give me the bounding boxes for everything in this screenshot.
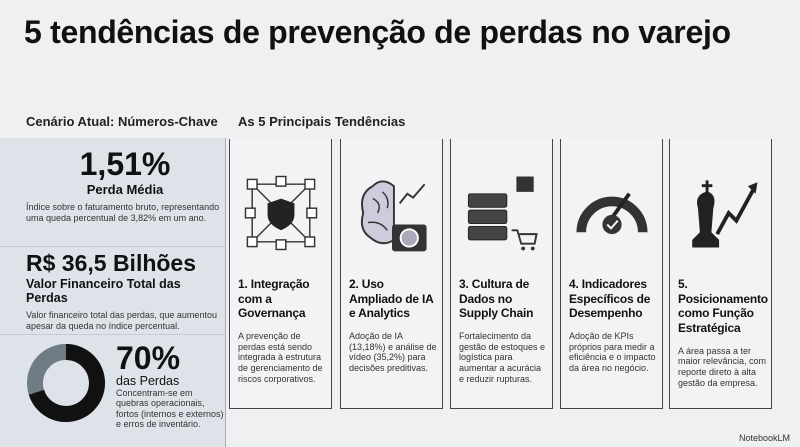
- trend-desc: Adoção de IA (13,18%) e análise de vídeo…: [349, 330, 437, 374]
- stat-label: Perda Média: [86, 182, 164, 197]
- database-cart-icon: [467, 176, 538, 251]
- chess-king-arrow-icon: [692, 180, 758, 248]
- loss-donut-chart: [27, 344, 105, 422]
- left-section-header: Cenário Atual: Números-Chave: [26, 114, 218, 129]
- trend-desc: Adoção de KPIs próprios para medir a efi…: [569, 330, 656, 374]
- gauge-check-icon: [576, 192, 648, 235]
- brain-camera-icon: [360, 180, 427, 252]
- stat-concentration: 70% das Perdas Concentram-se em quebras …: [116, 342, 224, 429]
- divider: [0, 246, 226, 247]
- right-section-header: As 5 Principais Tendências: [238, 114, 406, 129]
- stat-value: 70%: [116, 340, 181, 376]
- stat-label: Valor Financeiro Total das Perdas: [26, 277, 181, 305]
- trend-title: 5. Posicionamento como Função Estratégic…: [678, 277, 768, 335]
- trend-desc: A área passa a ter maior relevância, com…: [678, 345, 767, 388]
- trend-title: 3. Cultura de Dados no Supply Chain: [459, 277, 534, 321]
- network-shield-icon: [244, 175, 318, 251]
- trend-card-4: 4. Indicadores Específicos de Desempenho…: [560, 139, 663, 409]
- divider: [0, 334, 226, 335]
- trend-card-3: 3. Cultura de Dados no Supply Chain Fort…: [450, 139, 553, 409]
- stat-value: 1,51%: [79, 146, 171, 182]
- stat-desc: Valor financeiro total das perdas, que a…: [26, 310, 217, 331]
- trend-desc: Fortalecimento da gestão de estoques e l…: [459, 330, 546, 385]
- stat-label: das Perdas: [116, 374, 180, 388]
- trend-title: 1. Integração com a Governança: [238, 277, 310, 321]
- page-title: 5 tendências de prevenção de perdas no v…: [24, 14, 731, 50]
- trend-card-1: 1. Integração com a Governança A prevenç…: [229, 139, 332, 409]
- stat-desc: Concentram-se em quebras operacionais, f…: [116, 388, 224, 430]
- trend-card-2: 2. Uso Ampliado de IA e Analytics Adoção…: [340, 139, 443, 409]
- trend-title: 2. Uso Ampliado de IA e Analytics: [349, 277, 434, 321]
- stat-desc: Índice sobre o faturamento bruto, repres…: [26, 202, 220, 223]
- stat-avg-loss: 1,51% Perda Média Índice sobre o faturam…: [26, 148, 224, 224]
- trend-card-5: 5. Posicionamento como Função Estratégic…: [669, 139, 772, 409]
- notebooklm-logo: NotebookLM: [738, 433, 790, 443]
- stat-value: R$ 36,5 Bilhões: [26, 250, 197, 276]
- stat-total-value: R$ 36,5 Bilhões Valor Financeiro Total d…: [26, 252, 224, 332]
- key-numbers-panel: 1,51% Perda Média Índice sobre o faturam…: [0, 138, 226, 447]
- donut-main: [27, 344, 105, 422]
- trend-title: 4. Indicadores Específicos de Desempenho: [569, 277, 651, 321]
- trend-desc: A prevenção de perdas está sendo integra…: [238, 330, 323, 385]
